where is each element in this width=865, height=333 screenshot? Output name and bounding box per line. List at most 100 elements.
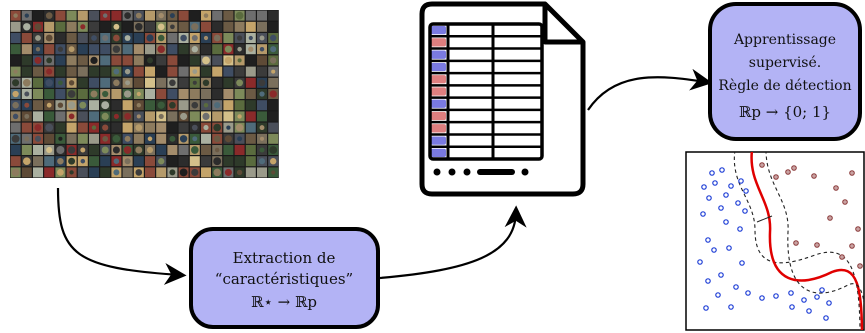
image-thumbnail — [89, 77, 99, 88]
margin-upper — [733, 152, 861, 330]
image-thumbnail — [245, 156, 256, 167]
image-thumbnail — [145, 122, 155, 133]
image-thumbnail — [257, 55, 267, 66]
table-label-cell — [431, 111, 446, 121]
image-thumbnail — [189, 89, 200, 99]
learning-rule: Règle de détection — [718, 78, 851, 94]
image-thumbnail — [257, 100, 267, 111]
negative-sample-point — [789, 304, 795, 310]
positive-sample-point — [759, 162, 765, 168]
image-thumbnail — [55, 21, 66, 32]
image-thumbnail — [223, 66, 234, 77]
negative-sample-point — [709, 170, 715, 176]
image-thumbnail — [77, 167, 88, 178]
image-thumbnail — [122, 21, 133, 32]
image-thumbnail — [111, 122, 122, 133]
negative-sample-point — [735, 200, 741, 206]
image-thumbnail — [167, 111, 178, 122]
positive-sample-point — [857, 263, 863, 269]
image-thumbnail — [189, 111, 200, 122]
arrow-images-to-extraction — [56, 187, 187, 285]
image-thumbnail — [100, 167, 111, 178]
image-thumbnail — [89, 111, 99, 122]
learning-title: Apprentissage — [733, 32, 836, 48]
image-thumbnail — [111, 89, 122, 99]
negative-sample-point — [742, 208, 748, 214]
image-thumbnail — [33, 89, 43, 99]
image-thumbnail — [100, 21, 111, 32]
extraction-math: ℝ⋆ → ℝp — [251, 293, 317, 311]
image-thumbnail — [223, 156, 234, 167]
image-thumbnail — [133, 77, 144, 88]
image-thumbnail — [66, 55, 77, 66]
image-thumbnail — [77, 10, 88, 21]
image-thumbnail — [234, 66, 245, 77]
image-thumbnail — [55, 33, 66, 43]
image-thumbnail — [245, 133, 256, 144]
table-label-cell — [431, 148, 446, 157]
image-thumbnail — [66, 10, 77, 21]
image-thumbnail — [245, 122, 256, 133]
negative-sample-point — [712, 180, 718, 186]
image-thumbnail — [268, 122, 279, 133]
image-thumbnail — [100, 44, 111, 55]
image-thumbnail — [245, 145, 256, 155]
image-thumbnail — [212, 66, 223, 77]
image-thumbnail — [89, 44, 99, 55]
image-thumbnail — [178, 44, 189, 55]
margin-lower — [765, 152, 864, 306]
positive-sample-point — [839, 254, 845, 260]
image-thumbnail — [257, 21, 267, 32]
classifier-plot-icon — [685, 151, 865, 331]
image-thumbnail — [10, 122, 21, 133]
image-thumbnail — [234, 21, 245, 32]
image-thumbnail — [44, 21, 55, 32]
image-grid-icon — [10, 10, 279, 178]
image-thumbnail — [89, 145, 99, 155]
image-thumbnail — [66, 133, 77, 144]
image-thumbnail — [33, 66, 43, 77]
negative-sample-point — [806, 308, 812, 314]
image-thumbnail — [77, 89, 88, 99]
image-thumbnail — [10, 145, 21, 155]
negative-sample-point — [823, 315, 829, 321]
negative-sample-point — [715, 292, 721, 298]
image-thumbnail — [178, 66, 189, 77]
table-label-cell — [431, 136, 446, 145]
image-thumbnail — [21, 33, 32, 43]
image-thumbnail — [77, 133, 88, 144]
negative-sample-point — [700, 211, 706, 217]
image-thumbnail — [44, 156, 55, 167]
image-thumbnail — [21, 145, 32, 155]
image-thumbnail — [178, 21, 189, 32]
table-label-cell — [431, 87, 446, 96]
arrow-table-to-learning — [587, 68, 713, 111]
image-thumbnail — [223, 10, 234, 21]
image-thumbnail — [234, 145, 245, 155]
positive-sample-point — [833, 185, 839, 191]
image-thumbnail — [145, 21, 155, 32]
image-thumbnail — [212, 89, 223, 99]
image-thumbnail — [21, 44, 32, 55]
image-thumbnail — [178, 145, 189, 155]
negative-sample-point — [738, 178, 744, 184]
image-thumbnail — [21, 167, 32, 178]
image-thumbnail — [257, 111, 267, 122]
decision-boundary — [750, 152, 864, 330]
table-label-cell — [431, 124, 446, 133]
image-thumbnail — [55, 10, 66, 21]
image-thumbnail — [234, 156, 245, 167]
negative-sample-point — [801, 297, 807, 303]
image-thumbnail — [10, 55, 21, 66]
extraction-title: Extraction de — [233, 249, 336, 267]
negative-sample-point — [826, 300, 832, 306]
image-thumbnail — [77, 66, 88, 77]
image-thumbnail — [133, 33, 144, 43]
negative-sample-point — [733, 284, 739, 290]
image-thumbnail — [33, 77, 43, 88]
image-thumbnail — [100, 156, 111, 167]
image-thumbnail — [201, 167, 211, 178]
positive-sample-point — [849, 170, 855, 176]
image-thumbnail — [44, 167, 55, 178]
negative-sample-point — [788, 290, 794, 296]
